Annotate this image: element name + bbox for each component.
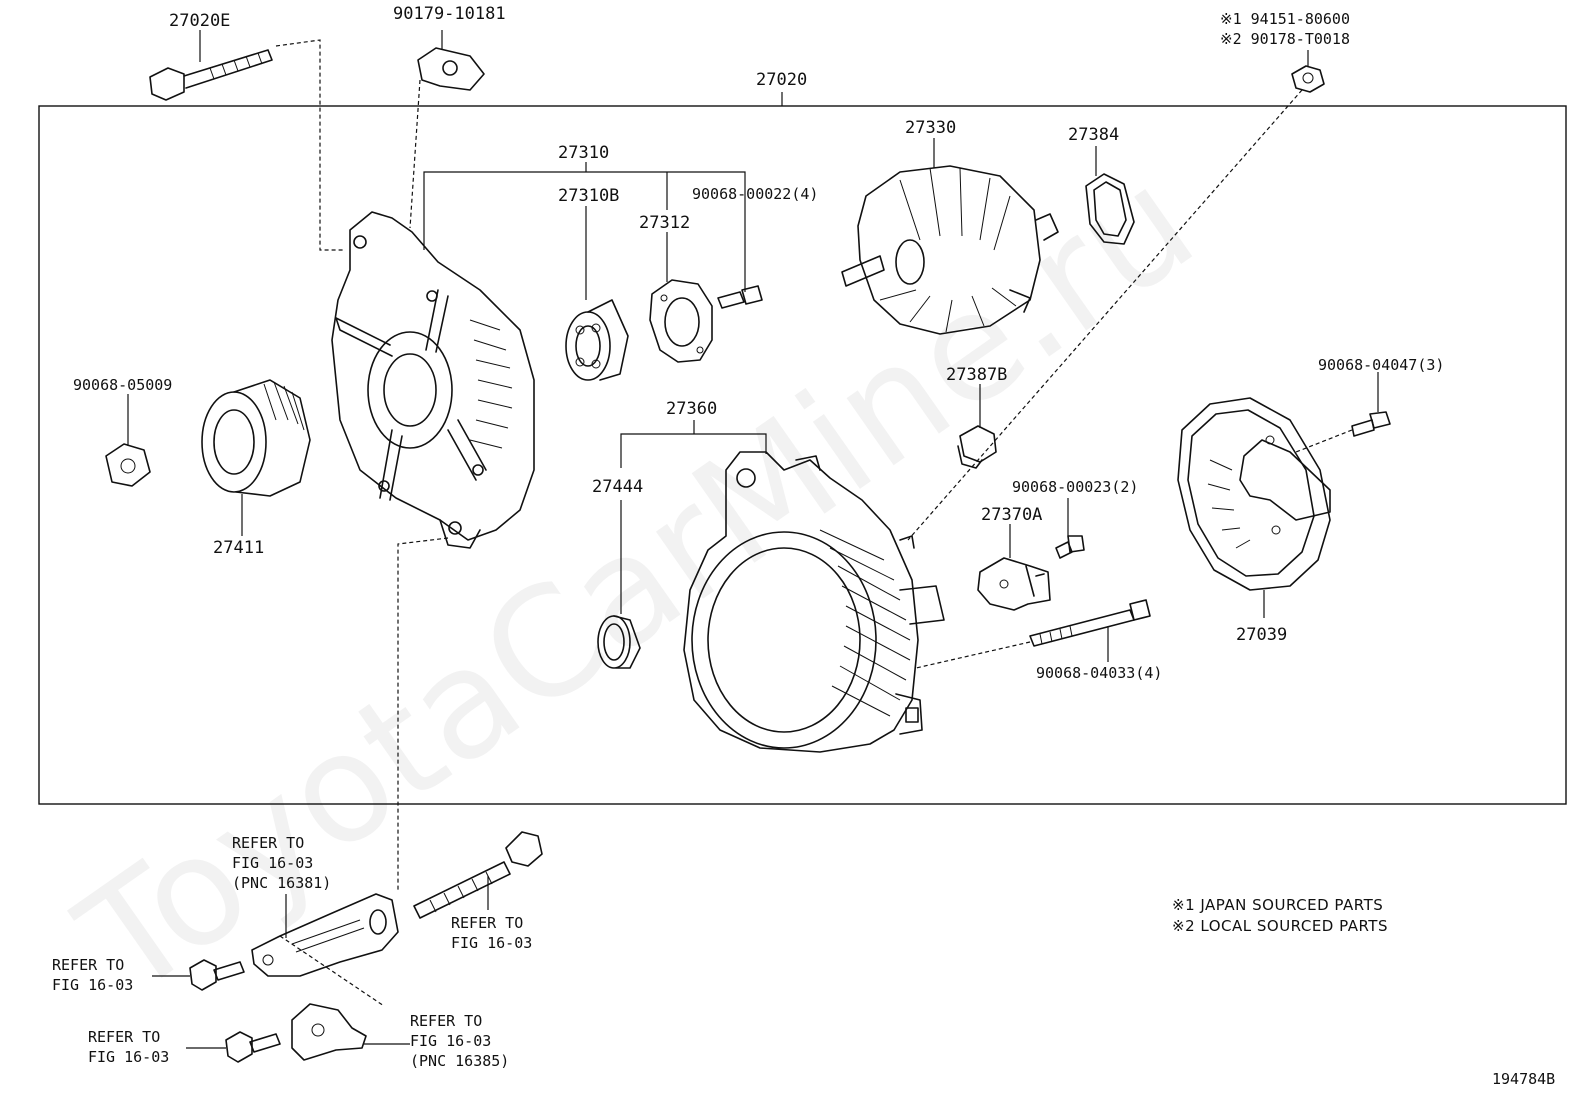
label-90068-00023[interactable]: 90068-00023(2) bbox=[1012, 478, 1138, 496]
label-27312[interactable]: 27312 bbox=[639, 213, 690, 233]
pulley-27411-part[interactable] bbox=[201, 379, 311, 497]
label-note1-top[interactable]: ※1 94151-80600 bbox=[1220, 10, 1350, 28]
label-27330[interactable]: 27330 bbox=[905, 118, 956, 138]
ref2-line1[interactable]: REFER TO bbox=[451, 914, 523, 932]
bolt-27020E-part[interactable] bbox=[149, 49, 273, 101]
mounting-bracket-part[interactable] bbox=[251, 893, 399, 977]
rear-cover-27039-part[interactable] bbox=[1177, 397, 1331, 591]
legend-local-sourced: ※2 LOCAL SOURCED PARTS bbox=[1172, 917, 1388, 935]
label-90068-05009[interactable]: 90068-05009 bbox=[73, 376, 172, 394]
bracket-90179-10181-part[interactable] bbox=[417, 47, 485, 91]
label-90068-04047[interactable]: 90068-04047(3) bbox=[1318, 356, 1444, 374]
drive-end-frame-part[interactable] bbox=[331, 211, 535, 549]
label-90179-10181[interactable]: 90179-10181 bbox=[393, 4, 506, 24]
legend-japan-sourced: ※1 JAPAN SOURCED PARTS bbox=[1172, 896, 1383, 914]
ref2-line2[interactable]: FIG 16-03 bbox=[451, 934, 532, 952]
bracket-plate-part[interactable] bbox=[291, 1003, 367, 1061]
label-27411[interactable]: 27411 bbox=[213, 538, 264, 558]
label-27020[interactable]: 27020 bbox=[756, 70, 807, 90]
label-90068-04033[interactable]: 90068-04033(4) bbox=[1036, 664, 1162, 682]
retainer-plate-27312-part[interactable] bbox=[649, 279, 713, 363]
ref1-line3[interactable]: (PNC 16381) bbox=[232, 874, 331, 892]
ref5-line1[interactable]: REFER TO bbox=[410, 1012, 482, 1030]
screw-90068-00023-part[interactable] bbox=[1055, 535, 1085, 559]
label-27444[interactable]: 27444 bbox=[592, 477, 643, 497]
long-bolt-part[interactable] bbox=[413, 831, 543, 919]
terminal-insulator-27387B-part[interactable] bbox=[957, 425, 997, 469]
small-bolt-bottom-part[interactable] bbox=[225, 1031, 281, 1063]
watermark-text: ToyotaCarMine.ru bbox=[50, 135, 1224, 1030]
label-27020E[interactable]: 27020E bbox=[169, 11, 230, 31]
ref4-line2[interactable]: FIG 16-03 bbox=[88, 1048, 169, 1066]
label-27370A[interactable]: 27370A bbox=[981, 505, 1042, 525]
ref5-line3[interactable]: (PNC 16385) bbox=[410, 1052, 509, 1070]
screw-90068-04047-part[interactable] bbox=[1351, 411, 1391, 437]
ref1-line2[interactable]: FIG 16-03 bbox=[232, 854, 313, 872]
bearing-cover-27384-part[interactable] bbox=[1085, 173, 1135, 245]
label-90068-00022[interactable]: 90068-00022(4) bbox=[692, 185, 818, 203]
rotor-27330-part[interactable] bbox=[841, 165, 1059, 335]
bolt-90068-04033-part[interactable] bbox=[1029, 599, 1151, 647]
ref1-line1[interactable]: REFER TO bbox=[232, 834, 304, 852]
assembly-box bbox=[38, 105, 1567, 805]
label-27310[interactable]: 27310 bbox=[558, 143, 609, 163]
drawing-id: 194784B bbox=[1492, 1070, 1555, 1088]
rectifier-end-frame-27360-part[interactable] bbox=[683, 451, 945, 753]
label-27387B[interactable]: 27387B bbox=[946, 365, 1007, 385]
label-note2-top[interactable]: ※2 90178-T0018 bbox=[1220, 30, 1350, 48]
regulator-27370A-part[interactable] bbox=[977, 557, 1051, 611]
screw-90068-00022-part[interactable] bbox=[717, 285, 763, 309]
nut-90068-05009-part[interactable] bbox=[105, 443, 151, 487]
ref3-line1[interactable]: REFER TO bbox=[52, 956, 124, 974]
label-27384[interactable]: 27384 bbox=[1068, 125, 1119, 145]
bearing-27310B-part[interactable] bbox=[565, 299, 629, 381]
nut-top-right-part[interactable] bbox=[1291, 65, 1325, 93]
bearing-sleeve-27444-part[interactable] bbox=[597, 615, 641, 669]
ref4-line1[interactable]: REFER TO bbox=[88, 1028, 160, 1046]
label-27360[interactable]: 27360 bbox=[666, 399, 717, 419]
label-27039[interactable]: 27039 bbox=[1236, 625, 1287, 645]
small-bolt-left-part[interactable] bbox=[189, 959, 245, 991]
ref3-line2[interactable]: FIG 16-03 bbox=[52, 976, 133, 994]
ref5-line2[interactable]: FIG 16-03 bbox=[410, 1032, 491, 1050]
label-27310B[interactable]: 27310B bbox=[558, 186, 619, 206]
